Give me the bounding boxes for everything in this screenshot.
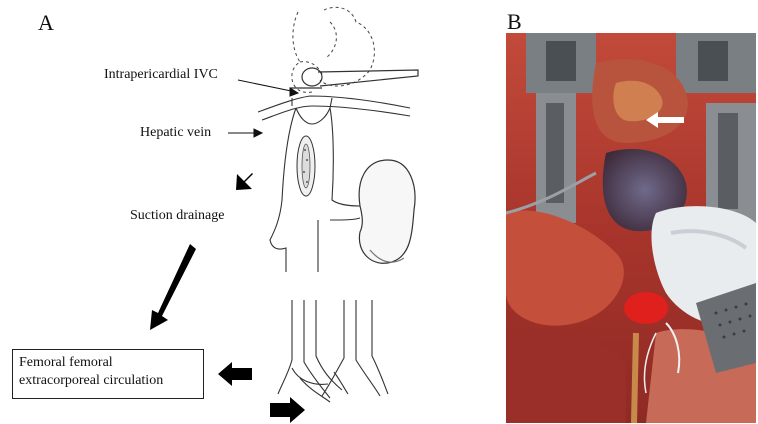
label-leader-lines bbox=[228, 80, 298, 137]
ivc-clamp bbox=[290, 68, 418, 88]
hepatic-vein-label: Hepatic vein bbox=[140, 125, 211, 141]
ivc-body bbox=[270, 108, 360, 272]
femoral-circulation-box: Femoral femoral extracorporeal circulati… bbox=[12, 349, 204, 399]
panel-b-letter: B bbox=[507, 11, 522, 33]
hepatic-veins bbox=[258, 96, 410, 120]
iliac-vessels bbox=[278, 300, 388, 402]
femoral-circulation-line1: Femoral femoral bbox=[19, 354, 197, 372]
femoral-circulation-line2: extracorporeal circulation bbox=[19, 372, 197, 390]
surgical-photo bbox=[506, 33, 756, 423]
intrapericardial-ivc-label: Intrapericardial IVC bbox=[104, 67, 218, 83]
heart-outline bbox=[292, 7, 375, 92]
kidney bbox=[359, 160, 415, 263]
suction-drainage-label: Suction drainage bbox=[130, 208, 224, 224]
ivc-window bbox=[297, 136, 315, 196]
